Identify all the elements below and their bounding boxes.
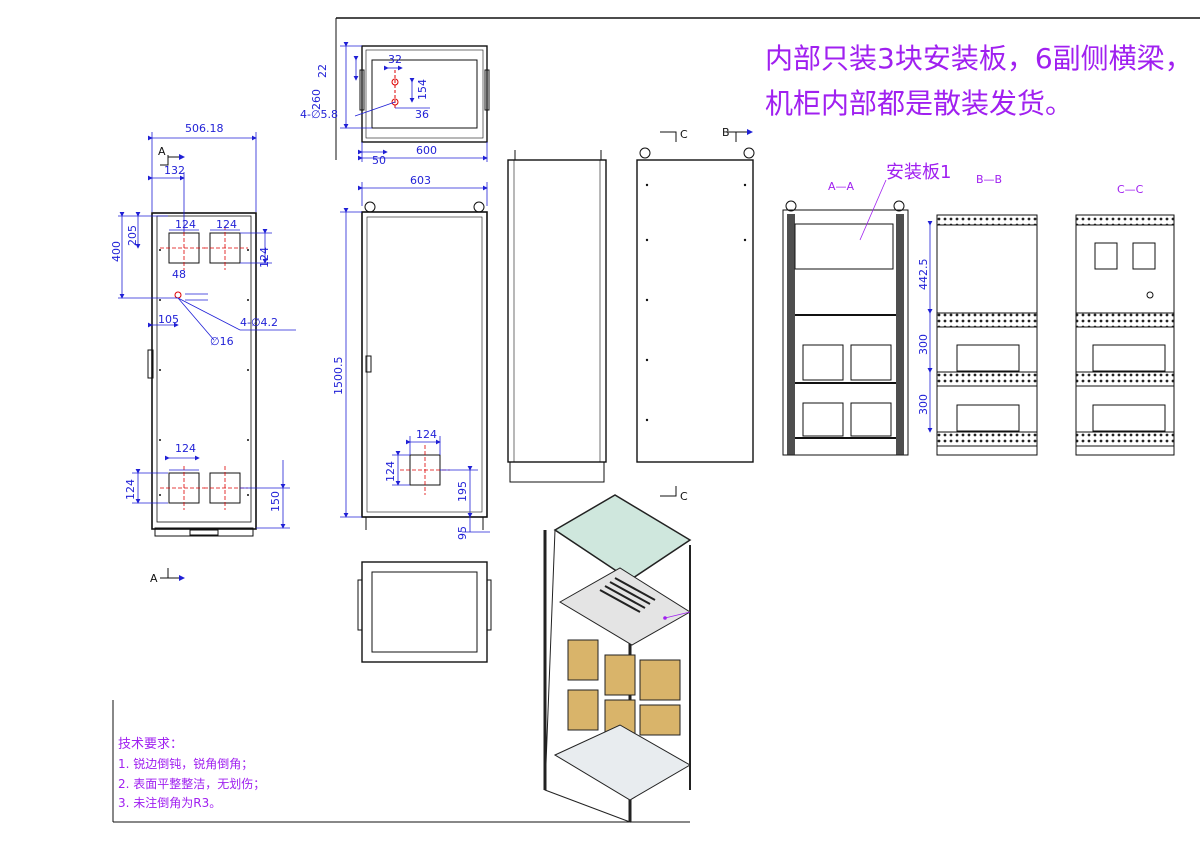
dim-195: 195 (456, 481, 469, 502)
dim-105: 105 (158, 313, 179, 326)
section-cc-label: C—C (1117, 183, 1144, 196)
dim-36: 36 (415, 108, 429, 121)
dim-150: 150 (269, 491, 282, 512)
note-line-1: 内部只装3块安装板，6副侧横梁， (765, 42, 1193, 75)
sheet-frame (112, 17, 1200, 823)
dim-124: 124 (175, 442, 196, 455)
dim-width: 506.18 (185, 122, 224, 135)
dim-124: 124 (124, 479, 137, 500)
section-aa (782, 179, 909, 456)
rear-dimensions (118, 132, 296, 529)
dim-400: 400 (110, 241, 123, 262)
front-dimensions (340, 182, 490, 533)
note-line-2: 机柜内部都是散装发货。 (765, 87, 1073, 120)
tech-req-title: 技术要求： (118, 737, 183, 752)
dim-260: 260 (310, 89, 323, 110)
dim-hole-4x5-8: 4-∅5.8 (300, 108, 338, 121)
dim-48: 48 (172, 268, 186, 281)
dim-205: 205 (126, 225, 139, 246)
section-c-b-marks (660, 129, 753, 497)
dim-154: 154 (416, 79, 429, 100)
tech-requirements: 技术要求： 1. 锐边倒钝，锐角倒角； 2. 表面平整整洁，无划伤； 3. 未注… (118, 737, 265, 810)
section-c-bottom-label: C (680, 490, 688, 503)
dim-300: 300 (917, 394, 930, 415)
dim-124: 124 (216, 218, 237, 231)
section-c-top-label: C (680, 128, 688, 141)
section-aa-label: A—A (828, 180, 855, 193)
top-view (359, 45, 490, 143)
section-a-bottom-label: A (150, 572, 158, 585)
side-view-1 (507, 150, 607, 483)
rear-view (147, 212, 257, 537)
front-view (361, 201, 488, 530)
section-cc (1075, 214, 1175, 456)
purple-notes: 内部只装3块安装板，6副侧横梁， 机柜内部都是散装发货。 安装板1 (765, 42, 1193, 183)
dim-95: 95 (456, 526, 469, 540)
tech-req-item: 1. 锐边倒钝，锐角倒角； (118, 757, 253, 771)
tech-req-item: 2. 表面平整整洁，无划伤； (118, 776, 265, 791)
dim-300: 300 (917, 334, 930, 355)
dim-132: 132 (164, 164, 185, 177)
section-a-top-label: A (158, 145, 166, 158)
dim-603: 603 (410, 174, 431, 187)
section-bb (936, 214, 1038, 456)
dim-124: 124 (416, 428, 437, 441)
side-view-2 (636, 147, 755, 463)
dim-22: 22 (316, 64, 329, 78)
isometric-view (543, 494, 692, 823)
dim-124: 124 (384, 461, 397, 482)
dim-hole-4x4-2: 4-∅4.2 (240, 316, 278, 329)
section-b-label: B (722, 126, 730, 139)
section-bb-label: B—B (976, 173, 1002, 186)
panel-label: 安装板1 (886, 162, 951, 183)
tech-req-item: 3. 未注倒角为R3。 (118, 795, 221, 810)
top-dimensions (340, 42, 488, 162)
dim-phi16: ∅16 (210, 335, 234, 348)
dim-32: 32 (388, 53, 402, 66)
dim-600: 600 (416, 144, 437, 157)
section-a-marks (160, 154, 185, 581)
section-labels: A—A B—B C—C A A B C C (150, 126, 1144, 585)
dim-124: 124 (175, 218, 196, 231)
dimension-texts: 506.18 132 124 124 124 205 400 48 105 4-… (110, 53, 930, 540)
dim-442-5: 442.5 (917, 259, 930, 291)
dim-50: 50 (372, 154, 386, 167)
bottom-view (357, 561, 492, 663)
dim-1500: 1500.5 (332, 357, 345, 396)
dim-124: 124 (258, 247, 271, 268)
